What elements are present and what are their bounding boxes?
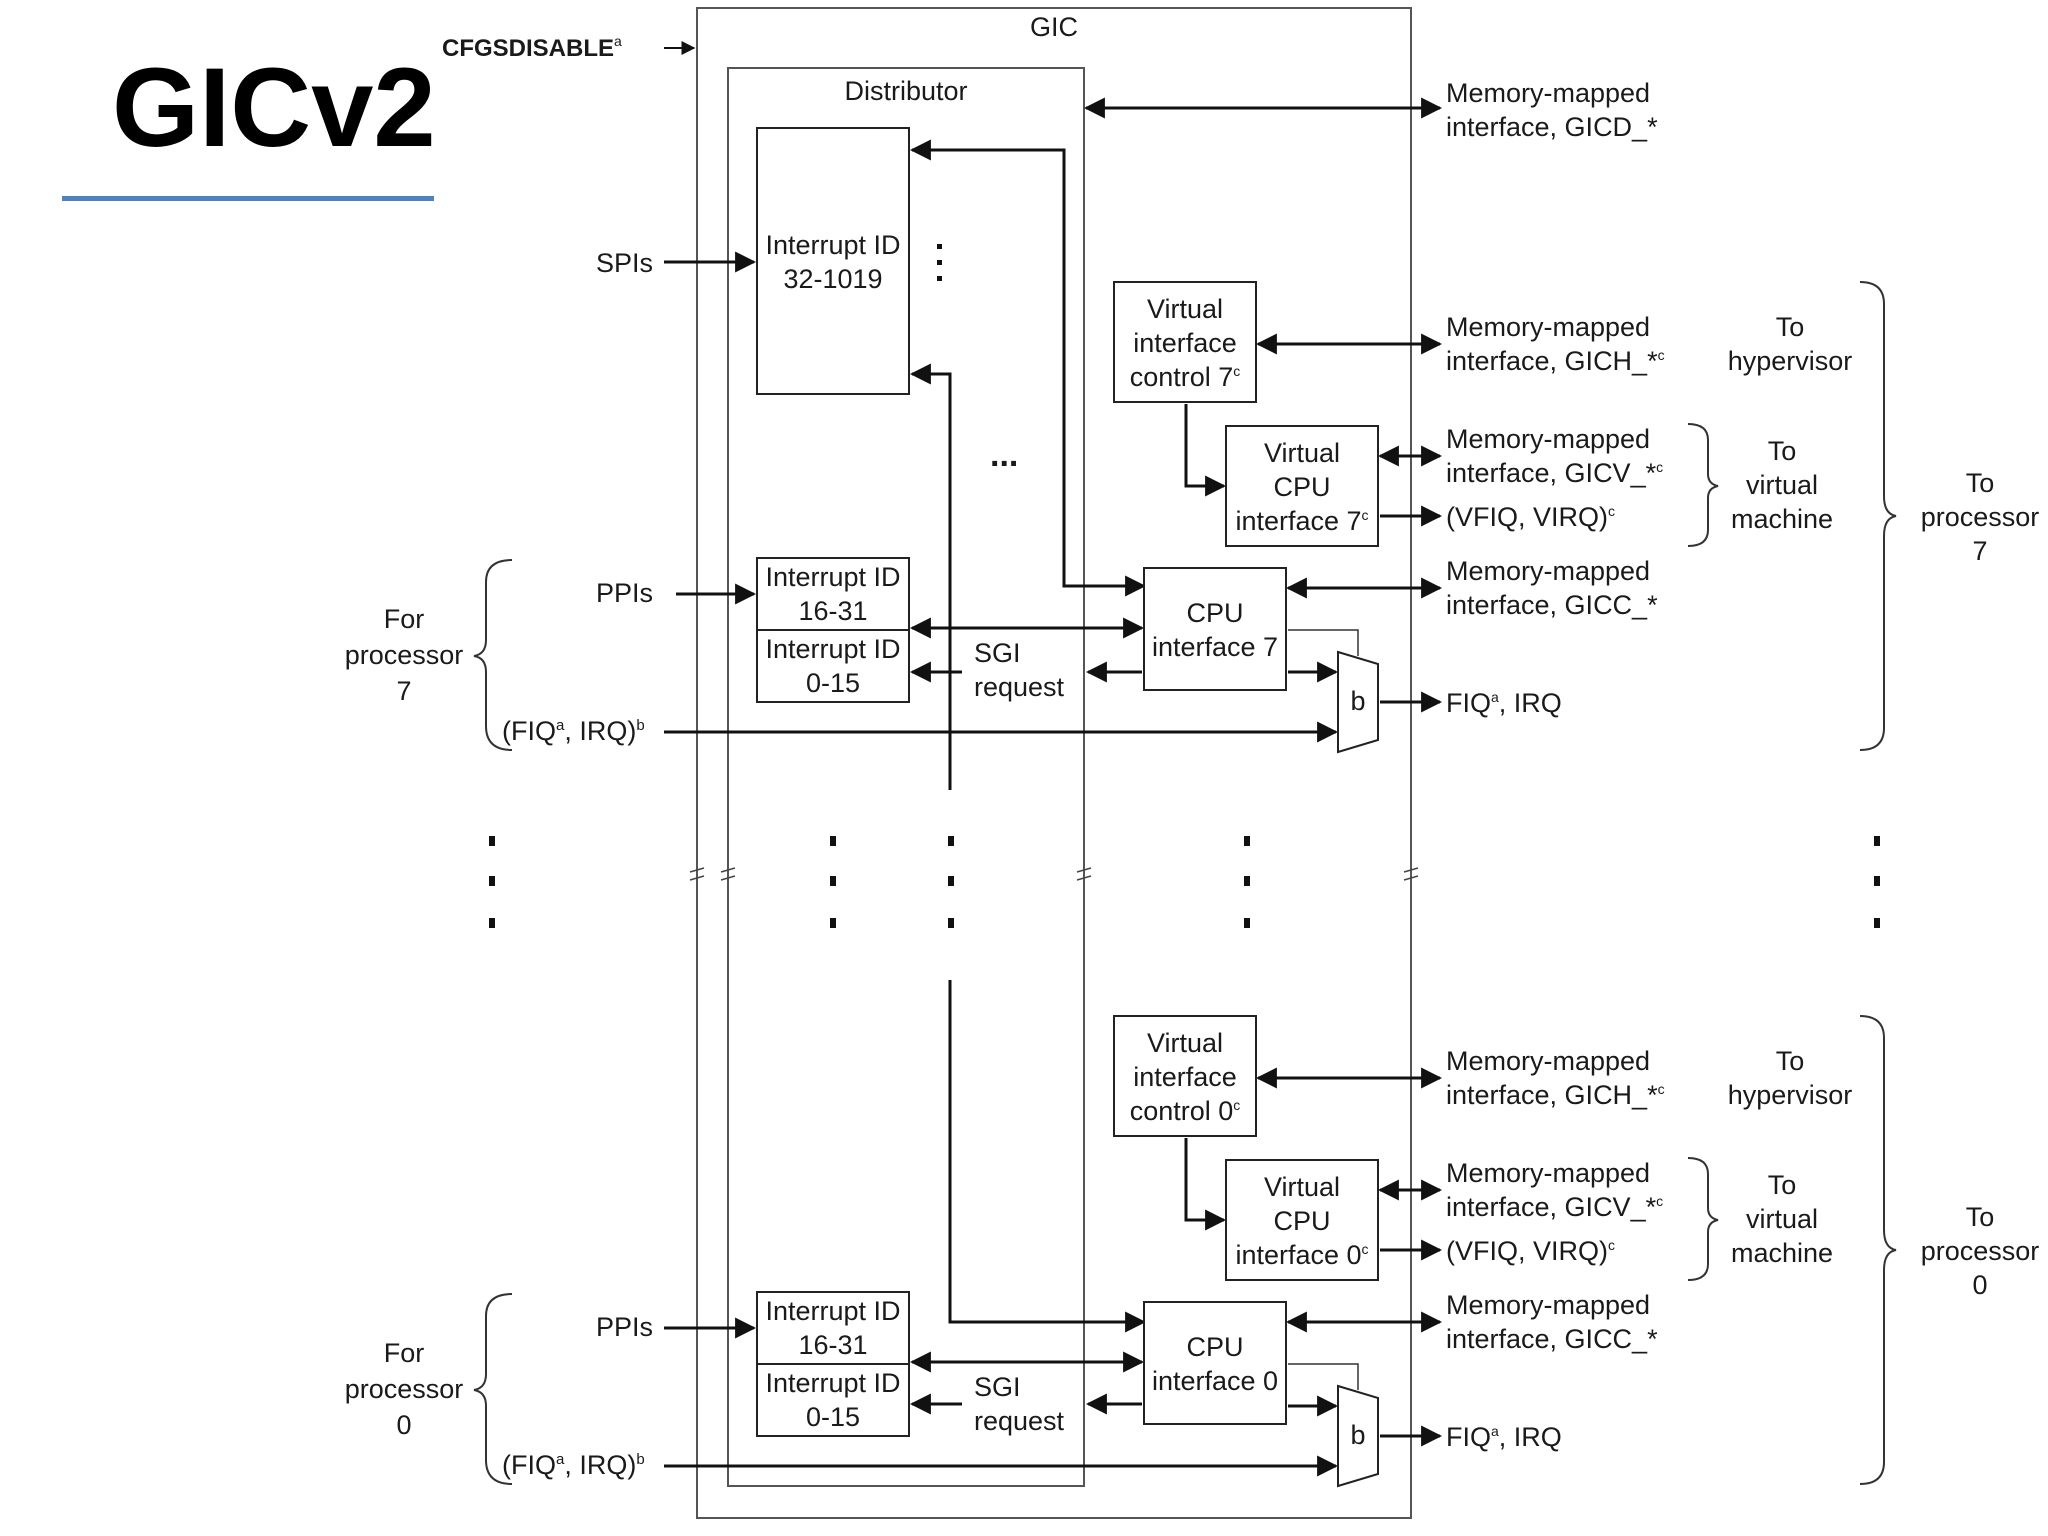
- vfiq-0-label: (VFIQ, VIRQ)c: [1446, 1236, 1615, 1266]
- title-underline: [62, 196, 434, 201]
- cpu7-mux-select: [1288, 629, 1359, 656]
- slide-title: GICv2: [112, 45, 436, 170]
- sgi-box-0: [756, 1363, 910, 1437]
- spi-to-cpu7-line: [909, 139, 1147, 597]
- fiq-irq-in-7: (FIQa, IRQ)b: [502, 716, 645, 746]
- mux-0: [1337, 1384, 1379, 1488]
- cpu-interface-7: [1143, 567, 1287, 691]
- virtual-interface-control-7: [1113, 281, 1257, 403]
- vm-brace-7: [1687, 423, 1719, 547]
- spi-vertical-dots: [937, 244, 942, 281]
- fiq-out-7-label: FIQa, IRQ: [1446, 688, 1562, 718]
- left-brace-7: [473, 559, 513, 751]
- vfiq-7-label: (VFIQ, VIRQ)c: [1446, 502, 1615, 532]
- distributor-label: Distributor: [844, 76, 967, 106]
- fiq-irq-in-0: (FIQa, IRQ)b: [502, 1450, 645, 1480]
- spis-label: SPIs: [596, 248, 653, 278]
- gic-box: [696, 7, 1412, 1519]
- right-brace-7: [1859, 281, 1897, 751]
- ppi-box-0: [756, 1291, 910, 1365]
- ppis-label-7: PPIs: [596, 578, 653, 608]
- right-brace-0: [1859, 1015, 1897, 1485]
- sgi-box-7: [756, 629, 910, 703]
- gic-label: GIC: [1030, 12, 1078, 42]
- vm-brace-0: [1687, 1157, 1719, 1281]
- spi-interrupt-box: [756, 127, 910, 395]
- cpu-interface-0: [1143, 1301, 1287, 1425]
- virtual-cpu-interface-7: [1225, 425, 1379, 547]
- cpu0-mux-select: [1288, 1363, 1359, 1390]
- cpu0-to-spi-line: [948, 980, 1147, 1333]
- ppis-label-0: PPIs: [596, 1312, 653, 1342]
- distributor-box: [727, 67, 1085, 1487]
- fiq-out-0-label: FIQa, IRQ: [1446, 1422, 1562, 1452]
- vic-to-vcpu-0: [1184, 1138, 1227, 1231]
- horizontal-ellipsis: ...: [990, 436, 1018, 474]
- vic-to-vcpu-7: [1184, 404, 1227, 497]
- mux-0-label: b: [1350, 1420, 1365, 1450]
- virtual-cpu-interface-0: [1225, 1159, 1379, 1281]
- ppi-box-7: [756, 557, 910, 631]
- mux-7-label: b: [1350, 686, 1365, 716]
- virtual-interface-control-0: [1113, 1015, 1257, 1137]
- spi-return-line: [909, 363, 952, 790]
- cfgsdisable-label: CFGSDISABLEa: [442, 33, 622, 62]
- left-brace-0: [473, 1293, 513, 1485]
- middle-ellipsis: [489, 836, 1880, 928]
- break-marks: [689, 867, 1419, 881]
- mux-7: [1337, 650, 1379, 754]
